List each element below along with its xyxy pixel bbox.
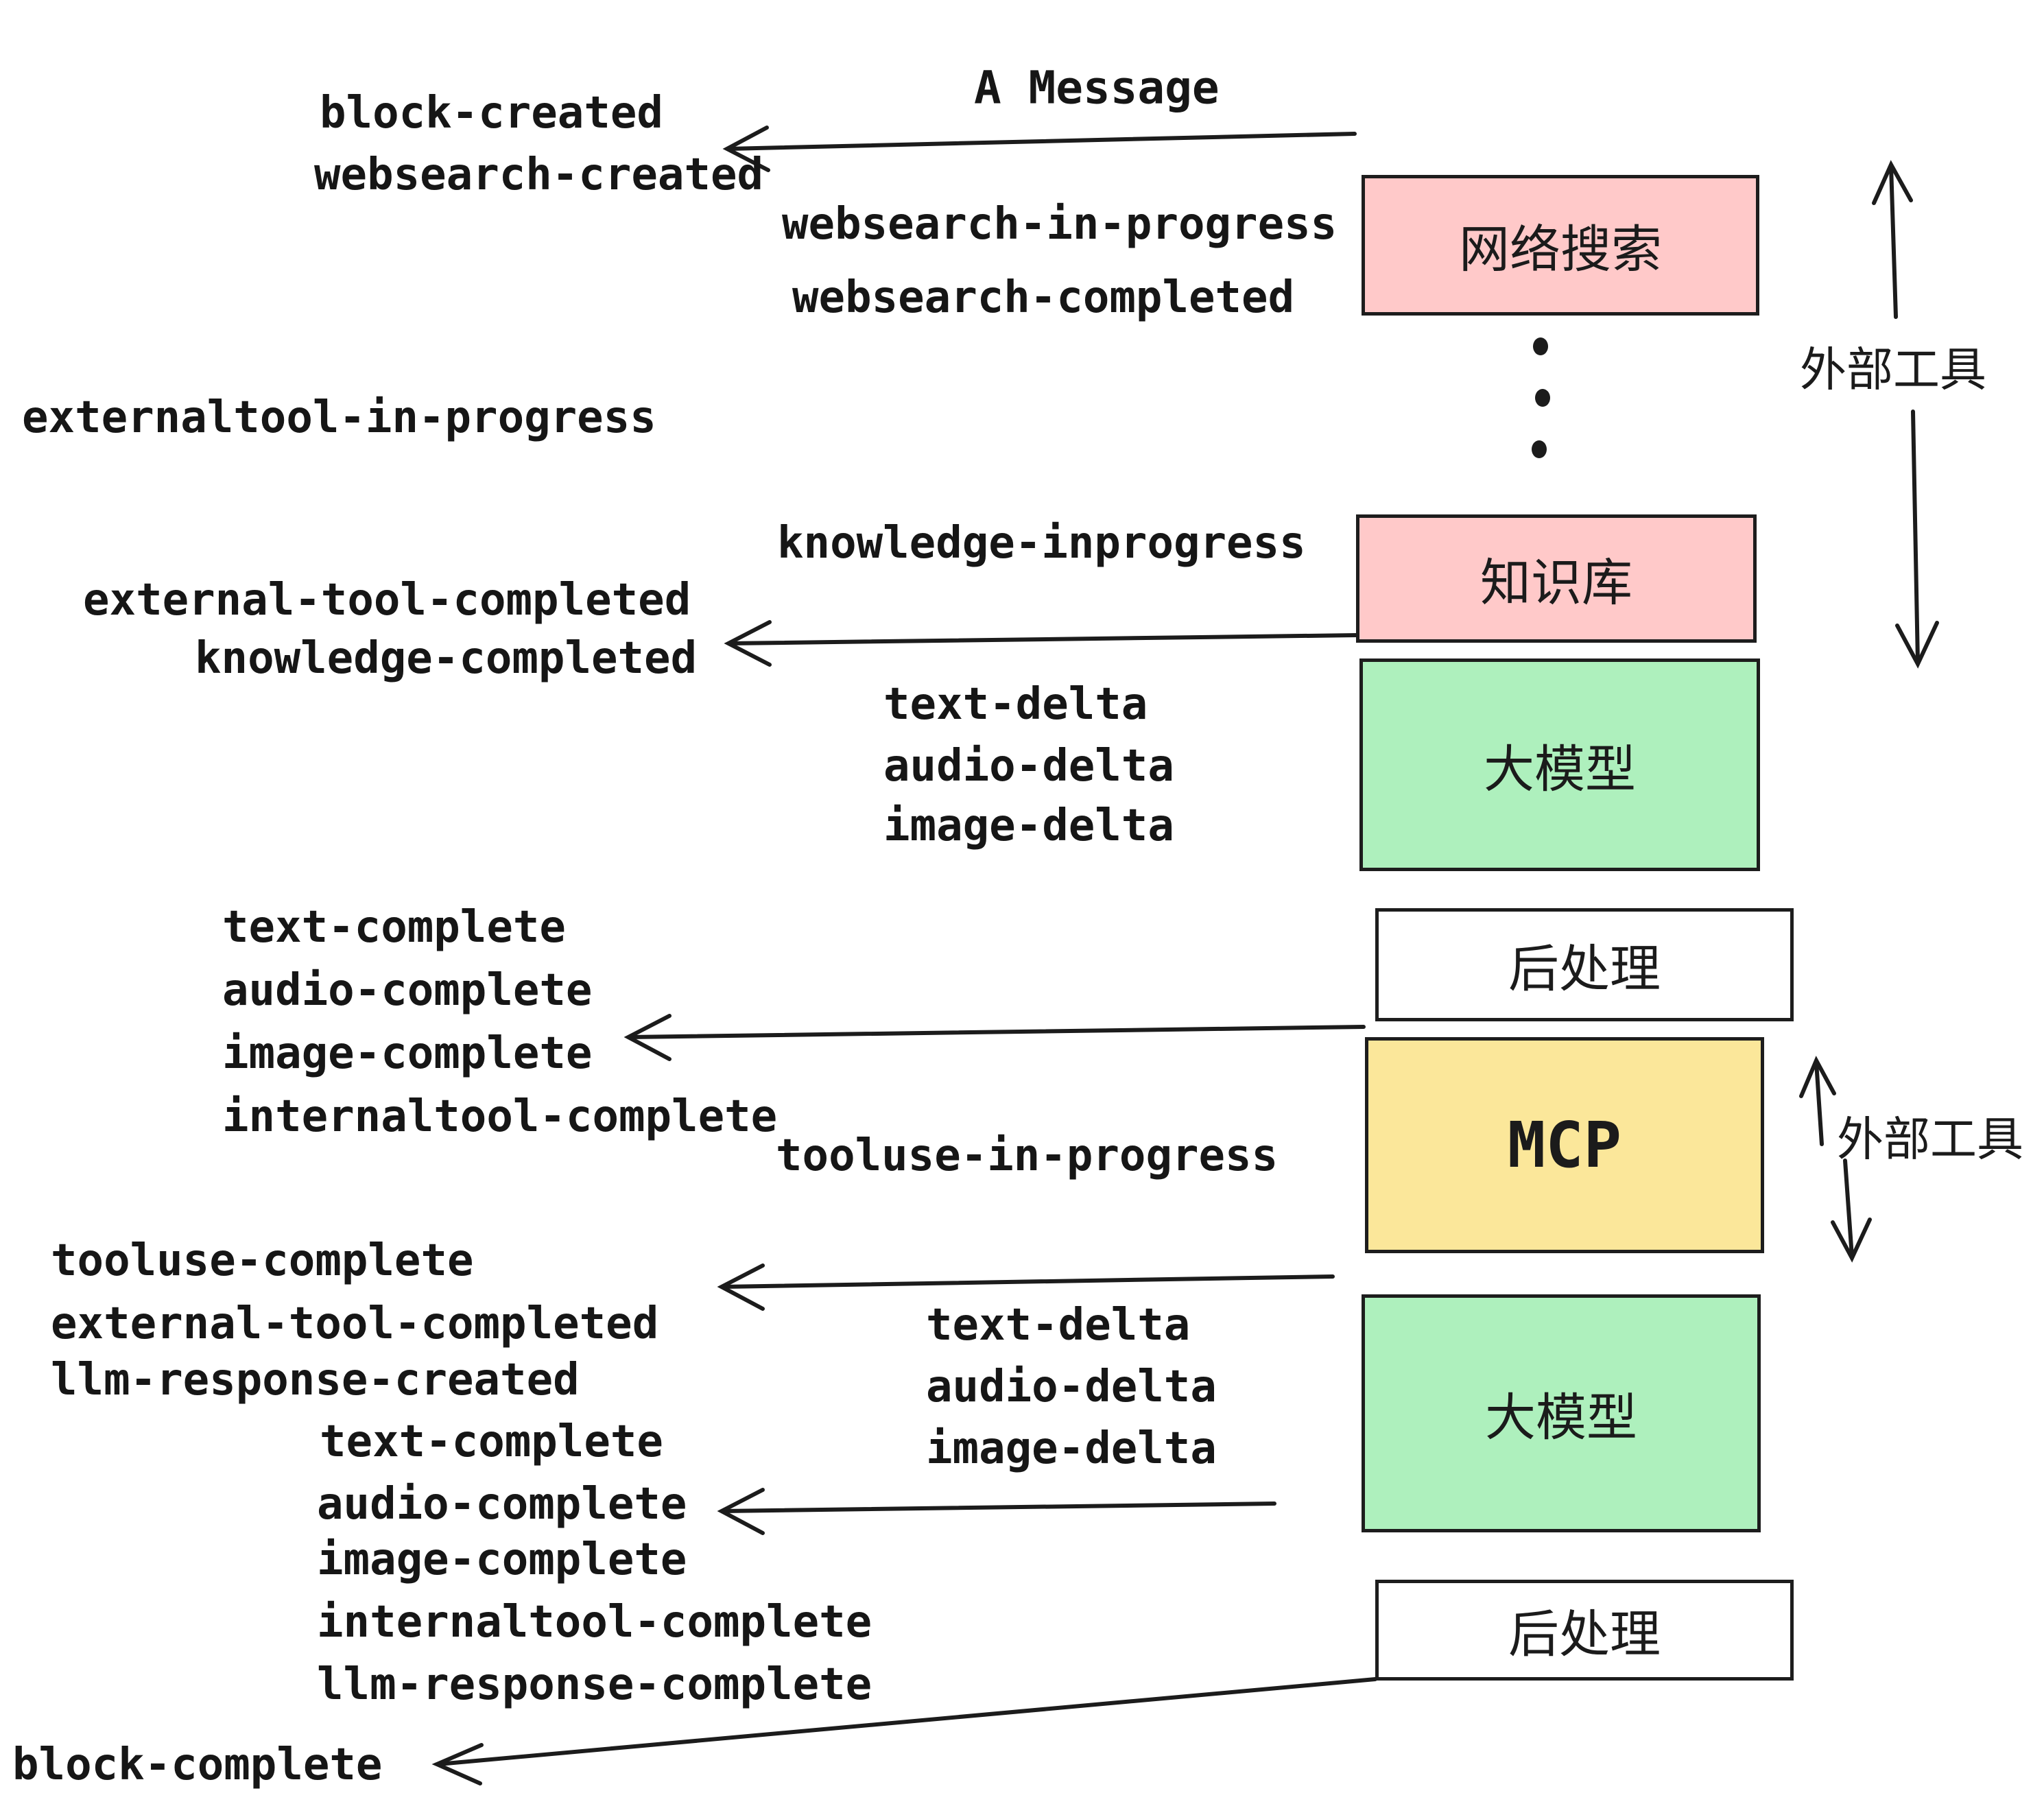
arrow-to-image-complete-icon (623, 1014, 1366, 1061)
event-external-tool-completed-2: external-tool-completed (51, 1298, 659, 1350)
event-internaltool-complete-2: internaltool-complete (317, 1597, 872, 1648)
box-llm-2: 大模型 (1362, 1294, 1761, 1532)
event-audio-complete-2: audio-complete (317, 1479, 687, 1530)
arrow-to-websearch-created-icon (722, 126, 1357, 172)
box-llm-2-label: 大模型 (1485, 1388, 1637, 1447)
event-text-complete-2: text-complete (320, 1416, 663, 1468)
event-websearch-completed: websearch-completed (792, 272, 1295, 324)
event-llm-response-complete: llm-response-complete (317, 1659, 872, 1711)
event-text-complete-1: text-complete (222, 902, 566, 953)
event-websearch-in-progress: websearch-in-progress (782, 199, 1338, 250)
event-audio-delta-1: audio-delta (883, 741, 1174, 792)
external-tools-label-1: 外部工具 (1800, 343, 1987, 398)
event-knowledge-completed: knowledge-completed (195, 633, 698, 685)
box-knowledge: 知识库 (1356, 514, 1757, 643)
external-tools-label-2: 外部工具 (1837, 1113, 2024, 1167)
box-postprocess-1: 后处理 (1375, 908, 1794, 1021)
event-text-delta-1: text-delta (883, 679, 1148, 731)
box-postprocess-2: 后处理 (1375, 1580, 1794, 1681)
event-audio-complete-1: audio-complete (222, 965, 593, 1017)
event-image-delta-1: image-delta (883, 800, 1174, 852)
event-image-complete-2: image-complete (317, 1534, 687, 1586)
external-tool-2-up-arrow-icon (1799, 1056, 1836, 1146)
event-externaltool-in-progress: externaltool-in-progress (22, 392, 656, 444)
ellipsis-dots-icon (1532, 337, 1550, 458)
box-mcp-label: MCP (1507, 1108, 1622, 1182)
external-tool-2-down-arrow-icon (1831, 1159, 1872, 1263)
box-mcp: MCP (1365, 1037, 1764, 1253)
event-knowledge-inprogress: knowledge-inprogress (777, 518, 1306, 569)
event-websearch-created: websearch-created (314, 150, 764, 201)
event-text-delta-2: text-delta (926, 1300, 1191, 1351)
event-external-tool-completed-1: external-tool-completed (83, 575, 691, 626)
event-tooluse-in-progress: tooluse-in-progress (776, 1130, 1279, 1182)
page-title: A Message (974, 61, 1220, 115)
event-image-delta-2: image-delta (926, 1423, 1217, 1475)
box-llm-1: 大模型 (1359, 658, 1760, 871)
box-postprocess-2-label: 后处理 (1508, 1605, 1661, 1664)
arrow-to-knowledge-completed-icon (724, 620, 1358, 667)
box-llm-1-label: 大模型 (1484, 739, 1636, 799)
event-block-complete: block-complete (12, 1740, 383, 1791)
external-tool-1-down-arrow-icon (1895, 410, 1939, 669)
event-tooluse-complete: tooluse-complete (51, 1235, 474, 1287)
event-block-created: block-created (320, 88, 663, 139)
arrow-to-audio-complete-icon (717, 1488, 1276, 1535)
box-websearch: 网络搜索 (1362, 175, 1759, 316)
arrow-to-block-complete-icon (431, 1677, 1377, 1785)
event-audio-delta-2: audio-delta (926, 1362, 1217, 1413)
box-websearch-label: 网络搜索 (1459, 220, 1662, 279)
event-llm-response-created: llm-response-created (51, 1355, 580, 1406)
external-tool-1-up-arrow-icon (1872, 160, 1913, 319)
box-knowledge-label: 知识库 (1480, 554, 1632, 613)
event-image-complete-1: image-complete (222, 1028, 593, 1080)
box-postprocess-1-label: 后处理 (1508, 940, 1661, 999)
arrow-to-tooluse-complete-icon (717, 1263, 1335, 1311)
event-internaltool-complete-1: internaltool-complete (222, 1091, 778, 1143)
